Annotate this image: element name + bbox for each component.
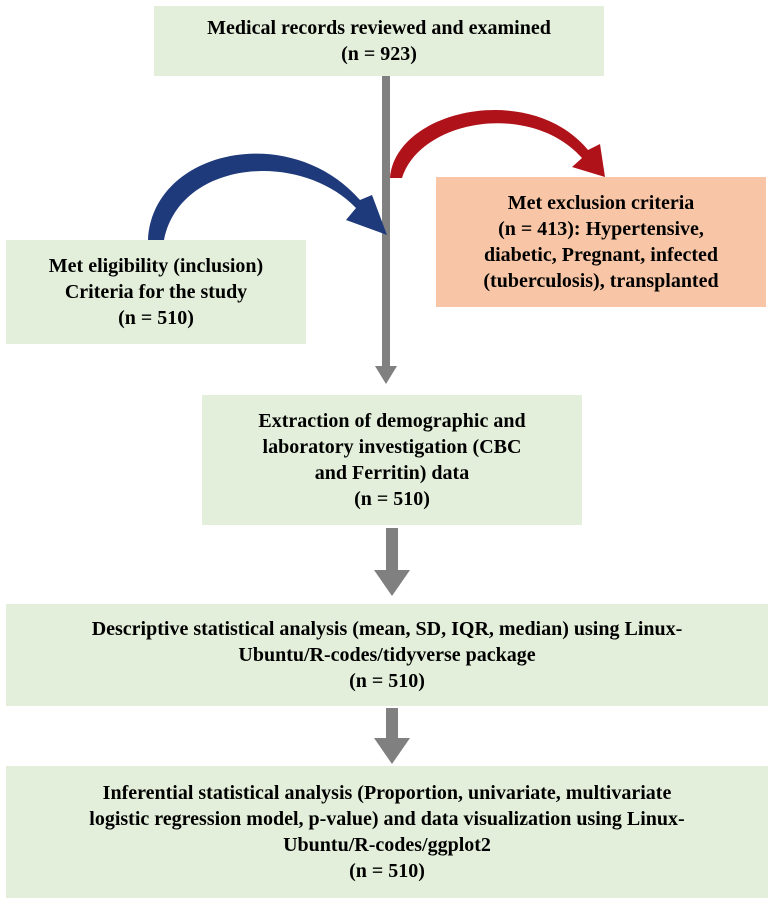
- exclusion-criteria-box: Met exclusion criteria (n = 413): Hypert…: [436, 177, 766, 307]
- exclusion-title: Met exclusion criteria: [507, 192, 695, 214]
- eligibility-count: (n = 510): [118, 307, 194, 329]
- exclusion-reasons-1: diabetic, Pregnant, infected: [483, 244, 719, 266]
- main-flow-arrow: [375, 76, 397, 384]
- inferential-count: (n = 510): [349, 860, 425, 882]
- descriptive-analysis-box: Descriptive statistical analysis (mean, …: [6, 604, 768, 706]
- descriptive-line-1: Descriptive statistical analysis (mean, …: [91, 618, 683, 640]
- exclusion-count: (n = 413): Hypertensive,: [498, 218, 704, 240]
- exclusion-reasons-2: (tuberculosis), transplanted: [483, 270, 719, 292]
- inferential-analysis-box: Inferential statistical analysis (Propor…: [6, 766, 768, 898]
- descriptive-count: (n = 510): [349, 670, 425, 692]
- inferential-line-1: Inferential statistical analysis (Propor…: [102, 782, 672, 804]
- exclusion-arrow: [390, 110, 605, 178]
- eligibility-subtitle: Criteria for the study: [64, 281, 248, 303]
- descriptive-line-2: Ubuntu/R-codes/tidyverse package: [238, 644, 536, 666]
- eligibility-title: Met eligibility (inclusion): [48, 255, 264, 277]
- extraction-line-2: laboratory investigation (CBC: [262, 436, 522, 458]
- extraction-line-3: and Ferritin) data: [314, 462, 470, 484]
- eligibility-box: Met eligibility (inclusion) Criteria for…: [6, 240, 306, 344]
- arrow-descriptive-to-inferential: [374, 708, 410, 764]
- records-reviewed-title: Medical records reviewed and examined: [207, 17, 551, 39]
- inclusion-arrow: [148, 153, 387, 240]
- records-reviewed-box: Medical records reviewed and examined (n…: [154, 6, 604, 76]
- extraction-line-1: Extraction of demographic and: [258, 410, 526, 432]
- records-reviewed-count: (n = 923): [341, 43, 417, 65]
- inferential-line-2: logistic regression model, p-value) and …: [89, 808, 685, 830]
- inferential-line-3: Ubuntu/R-codes/ggplot2: [283, 834, 491, 856]
- arrow-extraction-to-descriptive: [374, 528, 410, 596]
- extraction-count: (n = 510): [354, 488, 430, 510]
- data-extraction-box: Extraction of demographic and laboratory…: [202, 395, 582, 525]
